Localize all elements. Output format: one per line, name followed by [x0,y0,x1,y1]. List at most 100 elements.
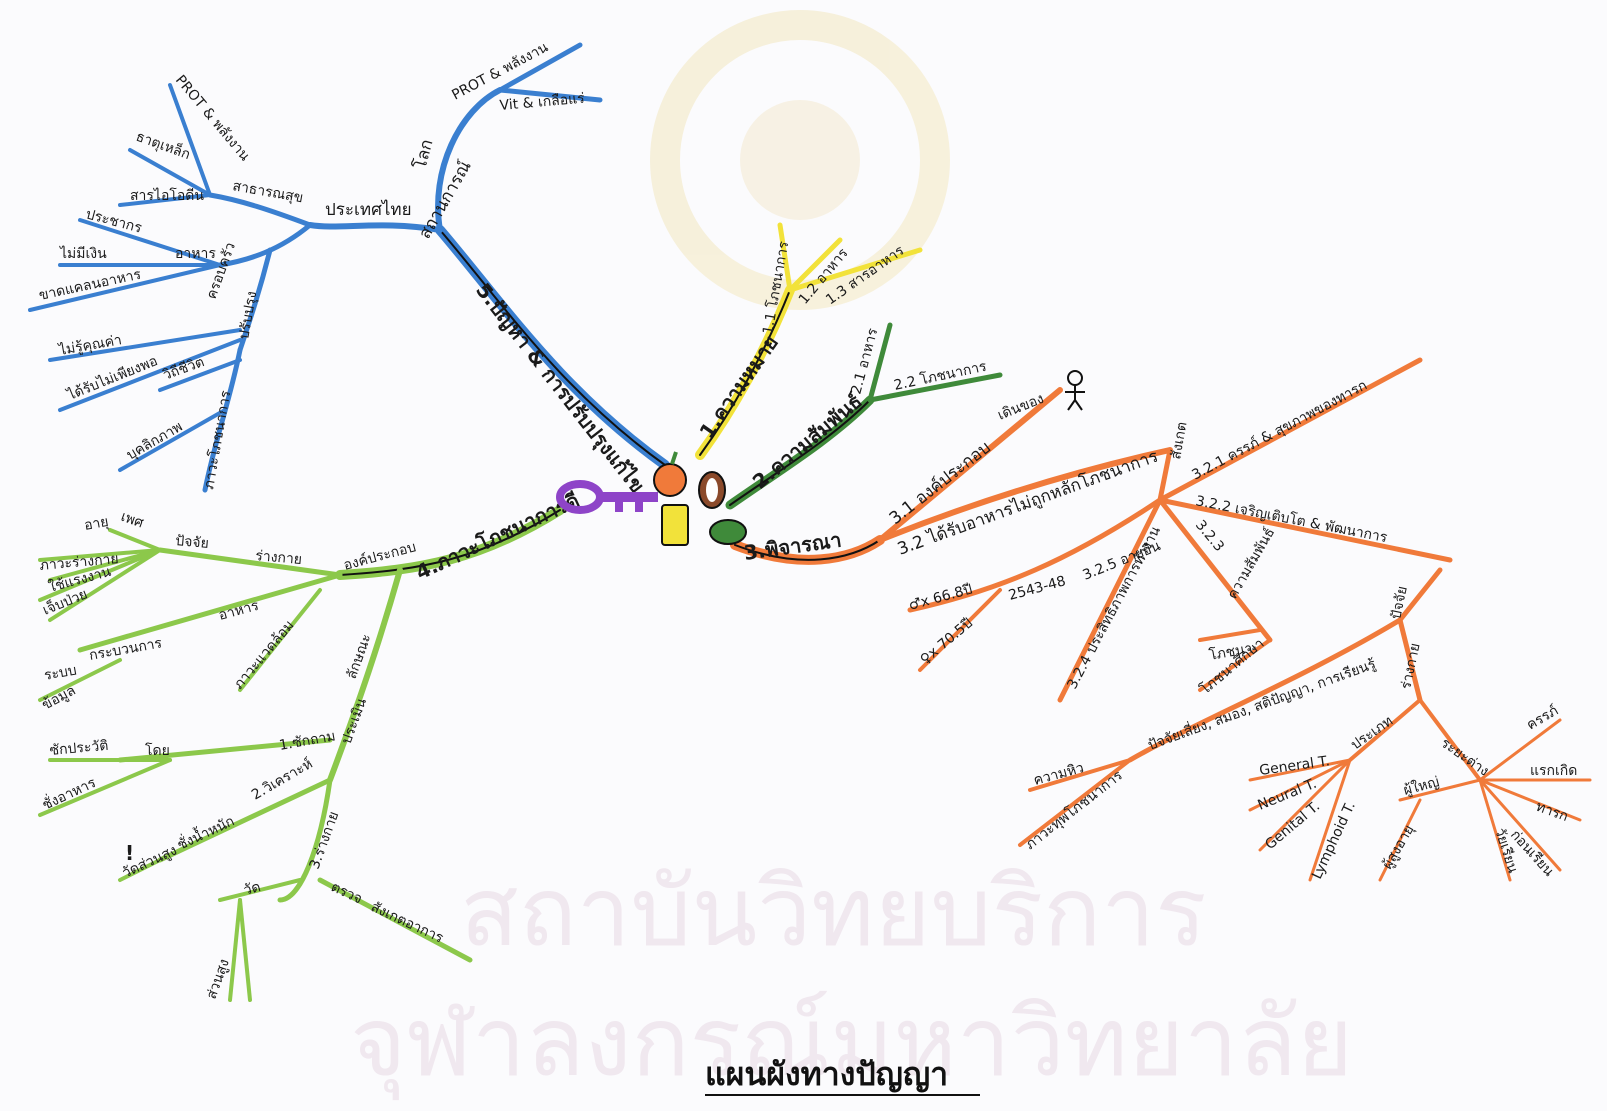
branch-3-cause-label: ปัจจัยเสี่ยง, สมอง, สติปัญญา, การเรียนรู… [1145,654,1378,754]
branch-5-world-item-2: Vit & เกลือแร่ [499,91,586,114]
branch-3 [730,357,1592,882]
branch-5-world-a [497,42,583,93]
branch-4-a3-b [228,898,242,1002]
branch-3-period-e [1478,778,1512,882]
branch-5-trunk [435,225,670,470]
branch-4-a3-item-1: วัด [242,879,263,899]
branch-4-env [238,588,322,692]
branch-1-a [777,222,793,293]
branch-4-check [317,877,473,963]
branch-4-body-2: เพศ [119,509,146,532]
branch-3-type-a [1248,758,1352,782]
branch-3-31 [877,387,1063,543]
branch-3-type-d [1308,758,1352,882]
branch-4-a1-b [38,758,172,817]
branch-5-p4-item-2: บุคลิกภาพ [124,419,185,464]
branch-3-322-label: 3.2.2 เจริญเติบโต & พัฒนาการ [1194,492,1389,546]
branch-4-body-c [48,548,162,582]
branch-3-cause [1127,617,1403,763]
branch-4-factor-label: ปัจจัย [175,533,210,552]
branch-3-age-3: ♀x 70.5ปี [917,615,976,668]
branch-4-assess [327,567,403,783]
branch-3-323 [1157,497,1273,643]
branch-3-ink [734,539,881,561]
branch-4-assess-label: ประเมิน [339,696,370,747]
branch-4-a3-a [218,878,302,902]
branch-2 [725,322,1003,510]
branch-3-gender [1398,778,1482,802]
branch-3-32 [877,447,1173,543]
branch-4-body [157,547,343,578]
branch-4-body-b [38,548,162,562]
branch-4-a1-item-1: ซักประวัติ [49,738,109,759]
watermark-line-1: สถาบันวิทยบริการ [460,856,1207,968]
title-block: แผนผังทางปัญญา [705,1055,980,1096]
branch-4-food-2: ระบบ [43,662,78,683]
branch-5 [28,42,670,493]
branch-5-world-sub: โลก [410,137,438,171]
branch-5-thai [307,222,443,233]
branch-3-gender-a [1378,798,1422,882]
branch-5-p2-item-3: ขาดแคลนอาหาร [38,267,143,304]
branch-4-body-3: ภาวะร่างกาย [39,551,119,574]
branch-5-public [207,192,313,228]
branch-5-p3-b [58,338,242,412]
branch-4-check-1: ตรวจ [328,879,364,907]
branch-5-world-b [497,87,603,103]
branch-3-cause-1: ความหิว [1032,760,1086,789]
branch-4 [38,505,565,1002]
branch-4-food [77,572,343,653]
branch-3-323-b: ความสัมพันธ์ [1224,525,1278,602]
branch-3-period-label: ระยะต่าง [1438,735,1492,779]
branch-3-factor-label: ปัจจัย [1388,585,1411,621]
branch-4-check-2: สังเกตอาการ [368,899,446,947]
branch-4-note-icon: ! [125,841,134,865]
key-icon [556,480,658,514]
branch-2-b [867,372,1003,403]
branch-5-family [237,247,273,353]
branch-3-period-c [1478,778,1582,822]
branch-4-a1 [117,737,333,763]
branch-4-a2-item-1: ชั่งน้ำหนัก [174,811,237,854]
branch-4-a3 [277,777,333,903]
branch-3-type [1348,698,1422,762]
branch-5-fix-label: ปรับปรุง [236,290,260,341]
watermark: สถาบันวิทยบริการ จุฬาลงกรณ์มหาวิทยาลัย [350,10,1353,1101]
branch-3-32-label: 3.2 ได้รับอาหารไม่ถูกหลักโภชนาการ [895,446,1161,560]
branch-5-world [435,87,503,233]
branch-4-body-a [108,528,162,552]
branch-3-type-b [1248,758,1352,812]
coconut-icon [698,471,726,509]
watermark-line-2: จุฬาลงกรณ์มหาวิทยาลัย [350,986,1353,1101]
branch-5-p3-a [48,328,242,362]
branch-5-fix [202,347,243,493]
branch-3-323-c [1198,628,1262,642]
branch-2-ink [729,399,871,506]
branch-4-food-label: อาหาร [217,598,261,624]
branch-5-main-label: 5.ปัญหา & การปรับปรุงแก้ไข [470,278,649,498]
branch-3-period-a [1478,718,1562,782]
watermark-emblem [650,10,950,310]
branch-5-p4-item-3: ภาวะโภชนาการ [200,389,234,491]
branch-1-ink [699,289,791,456]
branch-5-p4-b [118,408,227,472]
branch-5-ink [439,229,666,466]
branch-3-gender-1: ผู้สูงอายุ [1380,822,1418,872]
branch-4-food-a [38,658,122,702]
branch-4-body-label: ร่างกาย [255,548,303,568]
branch-3-period-1: ครรภ์ [1524,702,1562,734]
branch-3-322 [1157,497,1453,563]
branch-3-period-3: ทารก [1534,799,1571,825]
branch-4-env-label: ภาวะแวดล้อม [231,617,298,692]
branch-5-p2-a [78,218,222,267]
branch-5-labels: 5.ปัญหา & การปรับปรุงแก้ไข สถานการณ์ โลก… [38,39,650,498]
branch-5-p1-item-3: สารไอโอดีน [130,187,204,204]
branch-5-p1-c [118,193,212,207]
branch-5-p2-c [28,263,222,312]
branch-4-a3-c [238,898,252,1002]
branch-3-body-label: ร่างกาย [1398,642,1423,691]
branch-1-b [787,237,843,293]
person-icon [1065,370,1085,411]
vegetable-icon [709,519,747,545]
